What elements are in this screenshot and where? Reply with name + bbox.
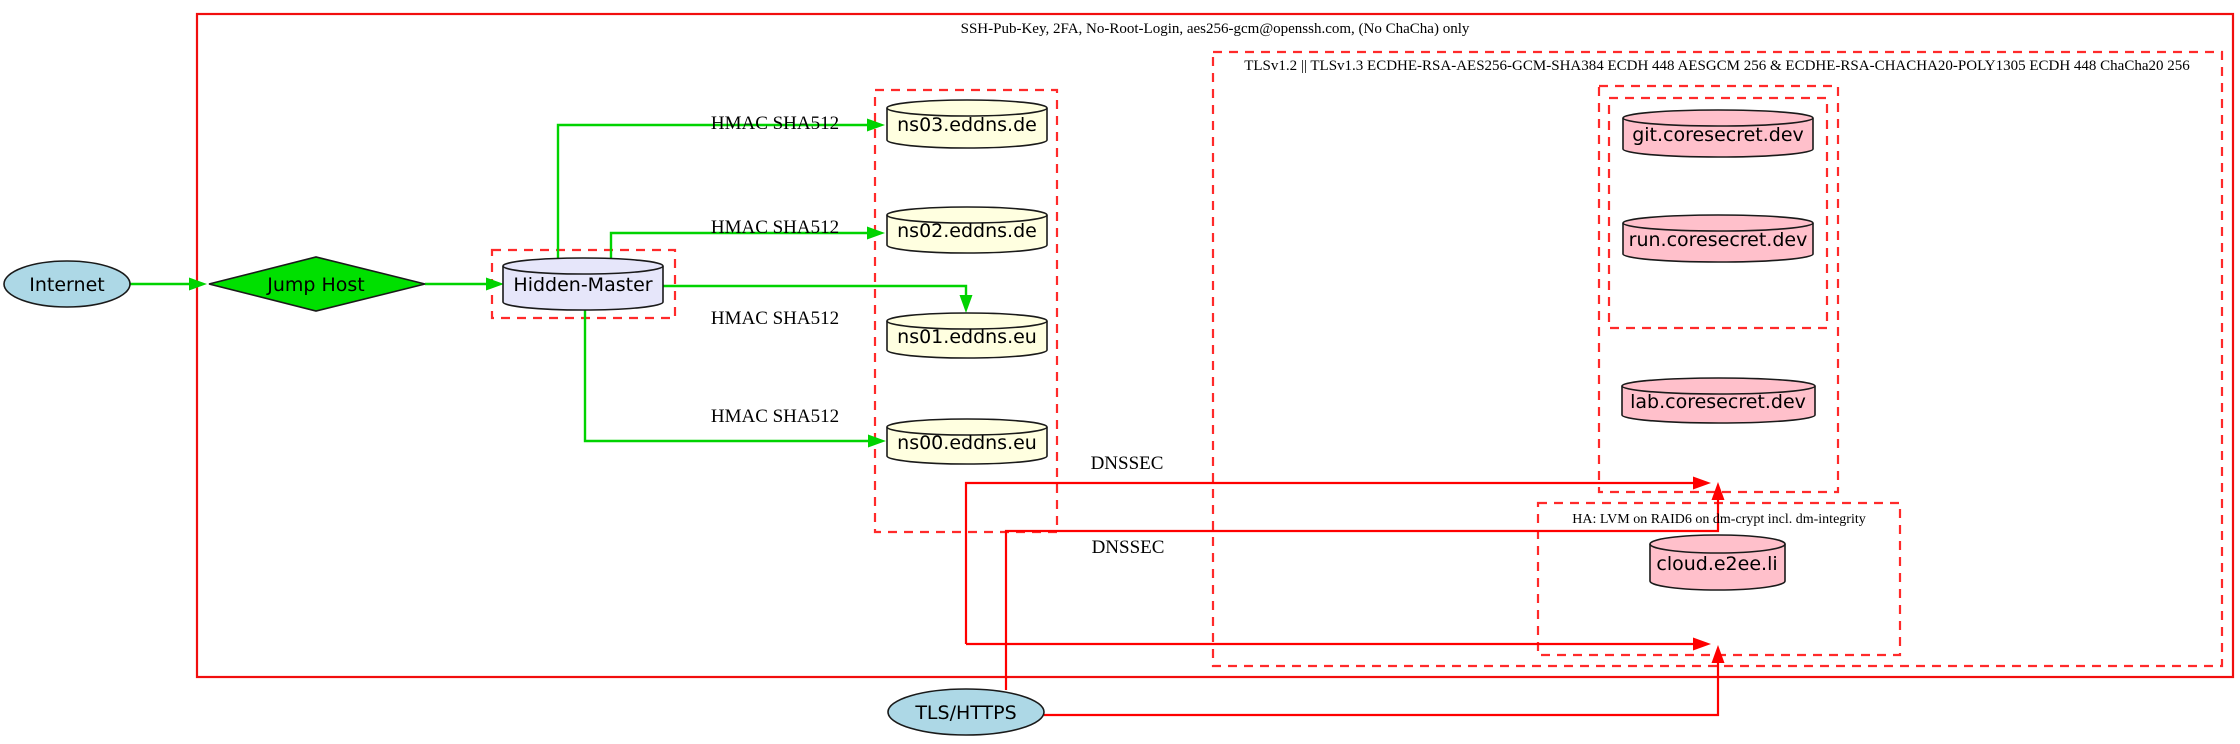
run-label: run.coresecret.dev: [1629, 229, 1808, 251]
tls-cluster-label: TLSv1.2 || TLSv1.3 ECDHE-RSA-AES256-GCM-…: [1244, 58, 2190, 74]
ns00-label: ns00.eddns.eu: [897, 432, 1037, 454]
hidden-master-cylinder-lid: [502, 265, 664, 275]
ns02-label: ns02.eddns.de: [897, 220, 1037, 242]
ns00-node: [886, 418, 1048, 465]
ns02-cylinder-lid: [886, 214, 1048, 224]
ns01-node: [886, 312, 1048, 359]
git-cylinder-lid: [1622, 117, 1814, 127]
arrowhead-hiddenmaster-to-ns00: [868, 434, 886, 448]
internet-label: Internet: [29, 274, 104, 296]
arrowhead-hiddenmaster-to-ns01: [959, 295, 973, 313]
ns02-node: [886, 206, 1048, 254]
arrowhead-dnssec-to-ha: [1693, 637, 1711, 651]
hidden-master-label: Hidden-Master: [513, 274, 652, 296]
tls-https-node: [887, 688, 1045, 736]
cloud-cylinder-lid: [1649, 543, 1786, 554]
tls-https-label: TLS/HTTPS: [914, 702, 1016, 724]
internet-node: [3, 260, 131, 308]
ns01-label: ns01.eddns.eu: [897, 326, 1037, 348]
eddns-cluster-box: [873, 88, 1059, 534]
tls-cluster-box: [1211, 50, 2224, 668]
ssh-cluster-label: SSH-Pub-Key, 2FA, No-Root-Login, aes256-…: [961, 21, 1470, 37]
dnssec-label-coresecret: DNSSEC: [1091, 453, 1164, 474]
edge-hiddenmaster-to-ns00: [583, 310, 868, 443]
edge-hiddenmaster-to-ns01: [663, 284, 968, 295]
lab-label: lab.coresecret.dev: [1630, 391, 1806, 413]
coresecret-outer-cluster-box: [1597, 84, 1840, 494]
lab-cylinder-lid: [1621, 385, 1816, 395]
arrowhead-tlshttps-to-coresecret: [1711, 482, 1725, 500]
edge-tlshttps-to-ha: [1044, 663, 1720, 717]
run-cylinder-lid: [1622, 222, 1814, 232]
git-node: [1622, 109, 1814, 158]
edge-tlshttps-to-coresecret: [1004, 500, 1720, 690]
git-label: git.coresecret.dev: [1632, 124, 1804, 146]
arrowhead-jumphost-to-hiddenmaster: [486, 277, 504, 291]
ns03-cylinder-lid: [886, 107, 1048, 117]
hmac-label-ns01: HMAC SHA512: [711, 308, 839, 329]
edge-hiddenmaster-to-ns03: [556, 123, 867, 258]
jump-host-node: [208, 256, 426, 312]
jump-host-label: Jump Host: [266, 274, 365, 296]
edge-hiddenmaster-to-ns02: [609, 231, 867, 258]
arrowhead-hiddenmaster-to-ns03: [867, 118, 885, 132]
hidden-master-node: [502, 257, 664, 311]
lab-node: [1621, 377, 1816, 424]
cloud-label: cloud.e2ee.li: [1656, 553, 1777, 575]
arrowhead-hiddenmaster-to-ns02: [867, 226, 885, 240]
hmac-label-ns00: HMAC SHA512: [711, 406, 839, 427]
ns00-cylinder-lid: [886, 426, 1048, 436]
dnssec-label-ha: DNSSEC: [1092, 537, 1165, 558]
hmac-label-ns03: HMAC SHA512: [711, 113, 839, 134]
arrowhead-internet-to-jumphost: [189, 277, 207, 291]
ns03-node: [886, 99, 1048, 149]
edge-dnssec-to-coresecret: [964, 481, 1693, 644]
arrowhead-dnssec-to-coresecret: [1693, 476, 1711, 490]
ha-cluster-label: HA: LVM on RAID6 on dm-crypt incl. dm-in…: [1572, 512, 1865, 527]
run-node: [1622, 214, 1814, 263]
arrowhead-tlshttps-to-ha: [1711, 645, 1725, 663]
hmac-label-ns02: HMAC SHA512: [711, 217, 839, 238]
ssh-cluster-box: [195, 12, 2235, 679]
ns03-label: ns03.eddns.de: [897, 114, 1037, 136]
cloud-node: [1649, 534, 1786, 591]
ns01-cylinder-lid: [886, 320, 1048, 330]
